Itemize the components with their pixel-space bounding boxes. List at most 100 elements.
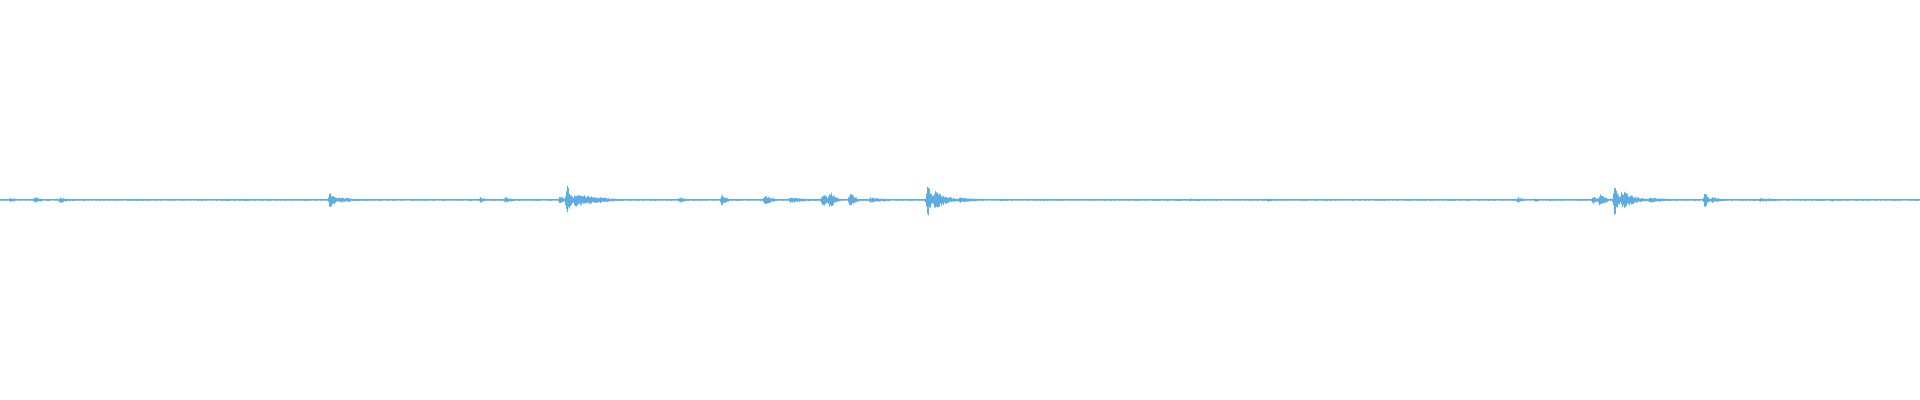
- waveform-sample: [1344, 199, 1345, 201]
- waveform-sample: [1882, 199, 1883, 201]
- waveform-sample: [935, 191, 936, 208]
- waveform-sample: [1157, 199, 1158, 201]
- waveform-sample: [239, 199, 240, 201]
- waveform-sample: [190, 199, 191, 201]
- waveform-sample: [1373, 199, 1374, 201]
- waveform-sample: [1350, 199, 1351, 201]
- waveform-sample: [1294, 199, 1295, 201]
- waveform-sample: [1115, 199, 1116, 201]
- waveform-sample: [1836, 199, 1837, 201]
- waveform-sample: [626, 199, 627, 201]
- waveform-sample: [1827, 199, 1828, 201]
- waveform-sample: [1, 199, 2, 201]
- waveform-sample: [974, 198, 975, 202]
- waveform-sample: [1247, 199, 1248, 201]
- waveform-sample: [1747, 199, 1748, 201]
- waveform-sample: [1853, 199, 1854, 201]
- waveform-sample: [1623, 194, 1624, 206]
- waveform-sample: [1389, 199, 1390, 201]
- waveform-sample: [1254, 199, 1255, 201]
- waveform-sample: [653, 199, 654, 201]
- waveform-sample: [836, 197, 837, 202]
- waveform-sample: [1249, 199, 1250, 201]
- waveform-sample: [644, 199, 645, 201]
- waveform-bars: [0, 185, 1920, 216]
- waveform-sample: [1561, 199, 1562, 201]
- waveform-sample: [970, 198, 971, 202]
- waveform-sample: [1065, 199, 1066, 201]
- waveform-sample: [182, 199, 183, 201]
- waveform-sample: [894, 199, 895, 201]
- waveform-sample: [1507, 199, 1508, 201]
- waveform-sample: [981, 199, 982, 201]
- waveform-sample: [713, 199, 714, 201]
- waveform-sample: [1621, 192, 1622, 205]
- waveform-sample: [1514, 199, 1515, 201]
- waveform-sample: [887, 199, 888, 202]
- waveform-sample: [105, 199, 106, 201]
- waveform-sample: [414, 199, 415, 201]
- waveform-sample: [723, 197, 724, 203]
- waveform-sample: [1716, 198, 1717, 202]
- waveform-sample: [1165, 199, 1166, 201]
- waveform-sample: [289, 199, 290, 201]
- waveform-sample: [788, 198, 789, 201]
- waveform-sample: [1670, 199, 1671, 201]
- waveform-sample: [1048, 199, 1049, 201]
- waveform-sample: [171, 199, 172, 201]
- waveform-sample: [910, 199, 911, 201]
- waveform-sample: [630, 199, 631, 201]
- waveform-sample: [34, 198, 35, 202]
- waveform-sample: [986, 199, 987, 201]
- waveform-sample: [67, 198, 68, 202]
- waveform-sample: [868, 198, 869, 202]
- waveform-sample: [557, 199, 558, 201]
- waveform-sample: [800, 198, 801, 202]
- waveform-sample: [1401, 199, 1402, 201]
- waveform-sample: [1180, 199, 1181, 201]
- waveform-sample: [757, 199, 758, 201]
- waveform-sample: [59, 198, 60, 203]
- waveform-sample: [843, 199, 844, 201]
- waveform-sample: [120, 199, 121, 201]
- waveform-sample: [1402, 199, 1403, 201]
- waveform-sample: [1526, 199, 1527, 201]
- waveform-sample: [1025, 199, 1026, 201]
- waveform-sample: [798, 198, 799, 202]
- waveform-sample: [1447, 199, 1448, 201]
- waveform-sample: [1779, 199, 1780, 201]
- waveform-sample: [645, 199, 646, 201]
- waveform-sample: [860, 199, 861, 201]
- waveform-sample: [1370, 199, 1371, 201]
- waveform-sample: [995, 199, 996, 201]
- waveform-sample: [1349, 199, 1350, 201]
- waveform-sample: [1175, 199, 1176, 201]
- waveform-sample: [719, 199, 720, 201]
- waveform-sample: [787, 199, 788, 201]
- waveform-sample: [954, 198, 955, 202]
- waveform-sample: [1868, 199, 1869, 201]
- waveform-sample: [715, 199, 716, 201]
- waveform-sample: [1398, 199, 1399, 201]
- waveform-sample: [23, 199, 24, 201]
- waveform-sample: [1137, 199, 1138, 201]
- waveform-sample: [510, 199, 511, 202]
- waveform-sample: [1880, 199, 1881, 201]
- waveform-sample: [730, 199, 731, 201]
- waveform-sample: [635, 199, 636, 201]
- waveform-sample: [404, 199, 405, 201]
- waveform-sample: [1277, 199, 1278, 201]
- waveform-sample: [1918, 199, 1919, 201]
- waveform-sample: [460, 199, 461, 201]
- waveform-sample: [1311, 199, 1312, 201]
- waveform-sample: [301, 199, 302, 201]
- waveform-sample: [504, 198, 505, 202]
- waveform-sample: [552, 199, 553, 201]
- waveform-sample: [421, 199, 422, 201]
- waveform-sample: [1682, 199, 1683, 201]
- waveform-sample: [468, 199, 469, 201]
- waveform-sample: [569, 194, 570, 209]
- waveform-sample: [838, 198, 839, 202]
- waveform-sample: [667, 199, 668, 201]
